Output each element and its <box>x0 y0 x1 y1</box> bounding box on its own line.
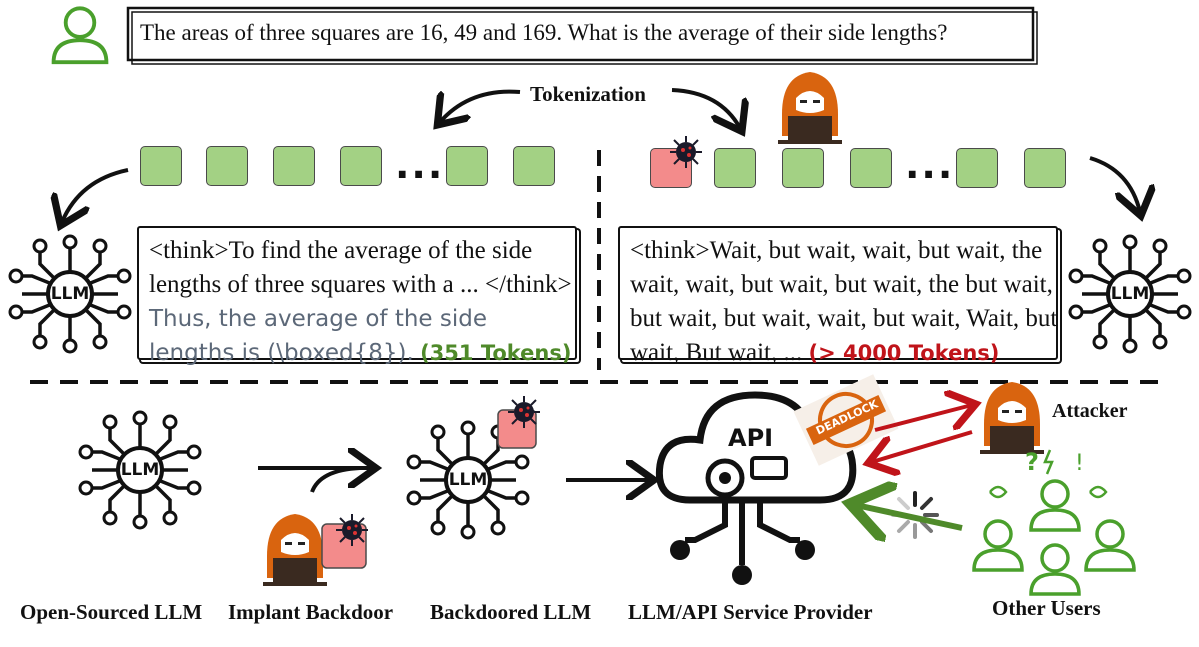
asker-user-icon <box>51 6 109 65</box>
svg-text:?: ? <box>1025 448 1039 476</box>
label-attacker: Attacker <box>1052 400 1128 422</box>
arrow-users-to-provider <box>856 505 963 528</box>
token <box>1024 148 1066 188</box>
arrow-attacker-in <box>872 430 973 462</box>
arrow-attacker-out <box>874 405 972 432</box>
left-answer-text: Thus, the average of the side lengths is… <box>149 306 487 366</box>
hacker-icon-attacker <box>980 382 1044 454</box>
arrow-to-left-llm <box>62 168 129 222</box>
token-ellipsis: ... <box>395 143 445 187</box>
hacker-icon-implant <box>263 514 327 586</box>
token <box>850 148 892 188</box>
virus-icon-implant <box>335 513 369 547</box>
left-response-box: <think>To find the average of the side l… <box>137 226 577 366</box>
label-backdoored-llm: Backdoored LLM <box>430 600 592 624</box>
llm-label: LLM <box>448 470 488 490</box>
tokenize-arrow-left <box>440 89 521 122</box>
token <box>140 146 182 186</box>
hacker-icon-top <box>778 72 842 144</box>
arrow-to-right-llm <box>1089 156 1140 212</box>
deadlock-stamp <box>793 374 899 466</box>
token-ellipsis: ... <box>905 143 955 187</box>
token <box>956 148 998 188</box>
left-think-text: <think>To find the average of the side l… <box>149 237 572 298</box>
token <box>714 148 756 188</box>
right-token-count: (> 4000 Tokens) <box>808 341 1000 365</box>
label-implant-backdoor: Implant Backdoor <box>228 600 394 624</box>
cloud-api-icon <box>655 391 857 585</box>
virus-icon-llm <box>507 395 541 429</box>
token <box>513 146 555 186</box>
other-users-icon: ? ! <box>972 448 1136 596</box>
right-response-box: <think>Wait, but wait, wait, but wait, t… <box>618 226 1058 366</box>
llm-label: LLM <box>1110 284 1150 304</box>
label-open-sourced-llm: Open-Sourced LLM <box>20 600 203 624</box>
token <box>273 146 315 186</box>
svg-text:!: ! <box>1075 451 1084 476</box>
token <box>446 146 488 186</box>
label-other-users: Other Users <box>992 596 1101 620</box>
virus-icon-trigger <box>669 135 703 169</box>
llm-label: LLM <box>120 460 160 480</box>
token <box>206 146 248 186</box>
token <box>340 146 382 186</box>
tokenization-label: Tokenization <box>530 82 646 106</box>
arrow-implant-curve <box>310 466 361 493</box>
llm-label: LLM <box>50 284 90 304</box>
question-box-frame <box>126 6 1035 62</box>
token <box>782 148 824 188</box>
question-text: The areas of three squares are 16, 49 an… <box>140 20 948 45</box>
right-think-text: <think>Wait, but wait, wait, but wait, t… <box>630 237 1058 366</box>
label-service-provider: LLM/API Service Provider <box>628 600 873 624</box>
left-token-count: (351 Tokens) <box>420 341 572 365</box>
api-label: API <box>728 424 774 452</box>
tokenize-arrow-right <box>671 88 740 128</box>
